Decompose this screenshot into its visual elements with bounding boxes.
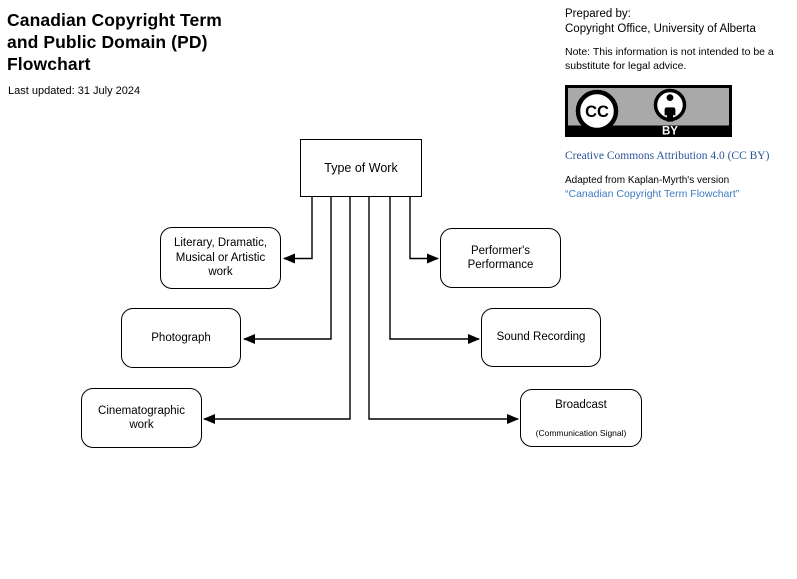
adapted-from-text: Adapted from Kaplan-Myrth's version [565,175,730,186]
node-literary-dramatic-musical-artistic: Literary, Dramatic, Musical or Artistic … [160,227,281,289]
svg-text:CC: CC [585,103,609,121]
adapted-flowchart-link[interactable]: “Canadian Copyright Term Flowchart” [565,188,740,200]
attribution-person-icon [653,88,687,122]
badge-by-label: BY [662,126,678,137]
node-performers-performance: Performer's Performance [440,228,561,288]
info-panel: Prepared by: Copyright Office, Universit… [565,7,797,200]
node-photograph: Photograph [121,308,241,368]
node-cinema-label: Cinematographic work [98,404,185,432]
node-photograph-label: Photograph [151,331,211,344]
cc-by-license-badge[interactable]: CC BY [565,85,732,137]
edge-to-performer [409,197,439,264]
page-title: Canadian Copyright Term and Public Domai… [7,10,222,74]
cc-license-link[interactable]: Creative Commons Attribution 4.0 (CC BY) [565,150,770,162]
legal-disclaimer-text: Note: This information is not intended t… [565,46,774,72]
badge-bottom-strip [566,125,731,136]
node-broadcast: Broadcast (Communication Signal) [520,389,642,447]
node-type-of-work-label: Type of Work [324,160,398,175]
node-literary-label: Literary, Dramatic, Musical or Artistic … [173,237,268,279]
cc-logo-icon: CC [575,89,619,133]
prepared-by-text: Prepared by: Copyright Office, Universit… [565,8,756,35]
node-broadcast-label: Broadcast [555,398,607,411]
node-type-of-work: Type of Work [300,139,422,197]
node-performer-label: Performer's Performance [467,244,534,272]
node-cinematographic-work: Cinematographic work [81,388,202,448]
last-updated-text: Last updated: 31 July 2024 [8,85,141,97]
node-sound-label: Sound Recording [496,331,586,344]
edge-to-literary [283,197,313,264]
node-broadcast-sublabel: (Communication Signal) [535,427,627,438]
node-sound-recording: Sound Recording [481,308,601,367]
